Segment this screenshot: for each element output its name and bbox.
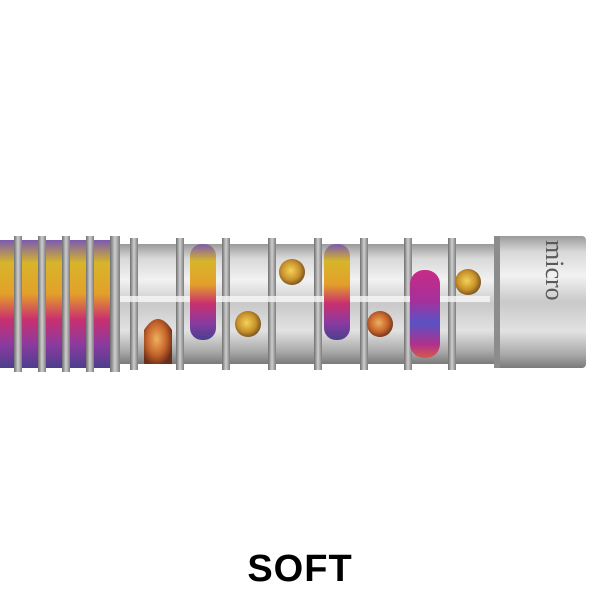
barrel-dimples (235, 259, 481, 337)
barrel-engraving: micro (540, 240, 569, 301)
iridescent-slots (144, 244, 440, 364)
product-caption: SOFT (247, 548, 353, 590)
barrel-end-section (494, 236, 586, 368)
barrel-highlight (120, 296, 490, 302)
barrel-grooves (130, 238, 456, 370)
grip-rings-left (0, 236, 120, 372)
